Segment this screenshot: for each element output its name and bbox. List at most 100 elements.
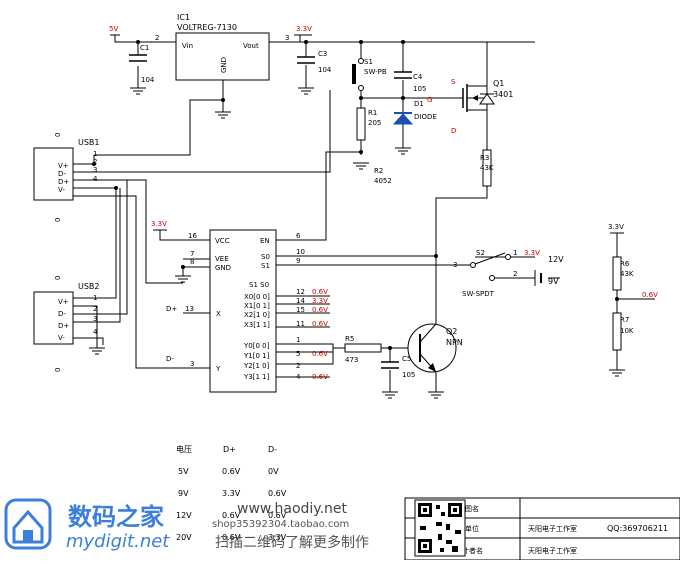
d1-name: DIODE (414, 113, 437, 121)
q1-ref: Q1 (493, 79, 504, 88)
wires (73, 35, 655, 392)
s2-12v-label: 12V (548, 255, 564, 264)
ic2-pin8: 8 (190, 258, 194, 266)
capacitor-c3: C3 104 (297, 50, 332, 74)
watermark-site: www.haodiy.net (237, 501, 348, 517)
brand-logo: 数码之家 mydigit.net (4, 498, 170, 552)
q2-ref: Q2 (446, 327, 457, 336)
diode-d1: D1 DIODE (392, 100, 437, 125)
q1-gate-label: G (427, 96, 432, 104)
usb2-num-1: 1 (93, 294, 97, 302)
c5-value: 105 (402, 371, 415, 379)
c5-ref: C5 (402, 355, 411, 363)
ic2-pin9: 9 (296, 257, 300, 265)
ic2-x3-name: X3[1 1] (244, 321, 270, 329)
ic1-gnd: GND (220, 57, 228, 73)
table-cell: 3.3V (222, 489, 241, 498)
mosfet-q1: Q1 3401 G S D (427, 78, 513, 135)
power-33v-divider-label: 3.3V (608, 223, 624, 231)
r7-value: 10K (620, 327, 634, 335)
ic2-y2-name: Y2[1 0] (243, 362, 270, 370)
titleblock-designer-value: 天阳电子工作室 (528, 546, 577, 555)
usb2-zero-top: 0 (54, 276, 62, 280)
usb2-zero-bottom: 0 (54, 368, 62, 372)
usb1-num-4: 4 (93, 175, 98, 183)
ic1-vin: Vin (182, 42, 193, 50)
c3-value: 104 (318, 66, 332, 74)
voltage-table: 电压 D+ D- 5V 0.6V 0V 9V 3.3V 0.6V 12V 0.6… (176, 444, 287, 542)
ic2-pin3: 3 (190, 360, 194, 368)
qr-code-image (414, 499, 466, 557)
usb2-pin-vplus: V+ (58, 298, 69, 306)
usb2-ref: USB2 (78, 282, 100, 291)
ic2-y1-name: Y1[0 1] (243, 352, 270, 360)
ic1-pin3: 3 (285, 34, 289, 42)
ic2-x3-num: 11 (296, 320, 305, 328)
resistor-r7: R7 10K (612, 312, 634, 351)
r6-ref: R6 (620, 260, 630, 268)
ic1-pin2: 2 (155, 34, 159, 42)
usb1-zero-bottom: 0 (54, 218, 62, 222)
q1-drain-label: D (451, 127, 456, 135)
ic2-multiplexer: 16 7 8 13 3 VCC VEE GND X Y EN S0 S1 S1 … (185, 229, 328, 393)
usb1-num-3: 3 (93, 166, 97, 174)
ic2-vee: VEE (215, 255, 229, 263)
ic2-x0-num: 12 (296, 288, 305, 296)
table-cell: 20V (176, 533, 192, 542)
r6-value: 43K (620, 270, 634, 278)
usb2-num-4: 4 (93, 328, 98, 336)
resistor-r5: R5 473 (344, 335, 382, 364)
table-cell: 9V (178, 489, 189, 498)
switch-s1: S1 SW-PB (352, 58, 387, 91)
ic2-x1-name: X1[0 1] (244, 302, 270, 310)
capacitor-c4: C4 105 (394, 71, 426, 93)
capacitor-c5: C5 105 (381, 355, 415, 379)
ic2-y1-num: 5 (296, 350, 300, 358)
s2-pin1-voltage: 3.3V (524, 249, 540, 257)
usb1-ref: USB1 (78, 138, 100, 147)
ic2-y3-name: Y3[1 1] (243, 373, 270, 381)
usb2-pin-dminus: D- (58, 310, 66, 318)
transistor-q2: Q2 NPN (407, 323, 463, 373)
r1-ref: R1 (368, 109, 377, 117)
table-cell: 0.6V (268, 511, 287, 520)
ic2-x0-voltage: 0.6V (312, 288, 328, 296)
power-33v-label: 3.3V (296, 25, 312, 33)
usb1-num-1: 1 (93, 150, 97, 158)
ic2-pin16: 16 (188, 232, 197, 240)
switch-s2: S2 SW-SPDT 1 2 3 3.3V 12V 9V (453, 249, 564, 298)
table-cell: 3.3V (268, 533, 287, 542)
table-header-dplus: D+ (223, 445, 236, 454)
ic2-pin7: 7 (190, 250, 194, 258)
ic2-pin13: 13 (185, 305, 194, 313)
r7-ref: R7 (620, 316, 629, 324)
ic2-gnd: GND (215, 264, 231, 272)
ic2-y3-voltage: 0.6V (312, 373, 328, 381)
ic2-s0: S0 (261, 253, 270, 261)
table-cell: 5V (178, 467, 189, 476)
r1-value: 205 (368, 119, 381, 127)
table-cell: 0.6V (222, 467, 241, 476)
titleblock-qq: QQ:369706211 (607, 524, 668, 533)
ic2-select-header: S1 S0 (249, 281, 269, 289)
power-33v-ic2: 3.3V (151, 220, 167, 231)
power-33v-top: 3.3V (294, 25, 312, 42)
ic2-en: EN (260, 237, 270, 245)
c1-ref: C1 (140, 44, 149, 52)
junctions (92, 40, 619, 350)
ic2-x1-num: 14 (296, 297, 305, 305)
watermark-scan-text: 扫描二维码了解更多制作 (215, 534, 369, 551)
r5-ref: R5 (345, 335, 354, 343)
ic2-y: Y (215, 365, 221, 373)
q2-type: NPN (446, 338, 463, 347)
s2-pin3: 3 (453, 261, 457, 269)
r3-value: 43K (480, 164, 494, 172)
r2-value: 4052 (374, 177, 392, 185)
s2-ref: S2 (476, 249, 485, 257)
usb1-pin-vplus: V+ (58, 162, 69, 170)
usb1-pin-dplus: D+ (58, 178, 69, 186)
c4-value: 105 (413, 85, 426, 93)
table-header-voltage: 电压 (176, 444, 192, 454)
